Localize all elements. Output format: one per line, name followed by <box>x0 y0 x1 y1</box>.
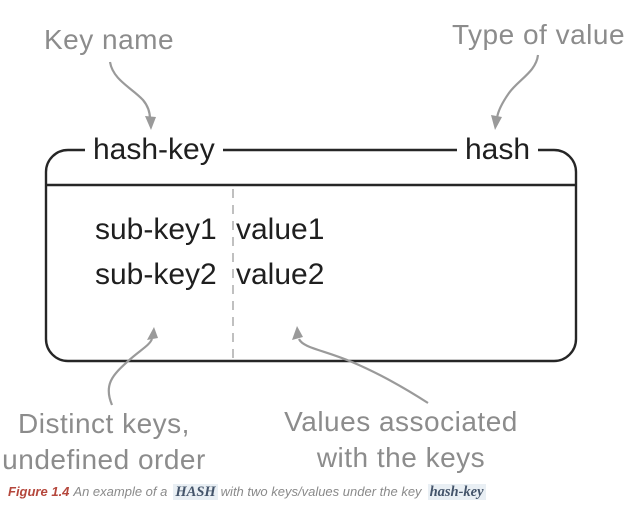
hash-type-title: hash <box>457 133 539 167</box>
caption-text-1: An example of a <box>73 484 168 499</box>
values-associated-label-line1: Values associated <box>284 406 518 437</box>
distinct-keys-label-line1: Distinct keys, <box>18 408 190 439</box>
caption-text-2: with two keys/values under the key <box>220 484 422 499</box>
value-1: value1 <box>236 213 325 246</box>
type-of-value-arrowhead-icon <box>491 115 502 130</box>
caption-code-hash: HASH <box>173 484 218 500</box>
key-name-arrow <box>108 61 152 120</box>
values-associated-label-line2: with the keys <box>316 442 486 473</box>
distinct-keys-arrowhead-icon <box>147 327 158 340</box>
sub-key-1: sub-key1 <box>95 213 217 246</box>
hash-entry-row: sub-key1 value1 <box>95 212 324 248</box>
values-associated-label: Values associated with the keys <box>282 404 520 476</box>
key-name-label: Key name <box>44 24 175 55</box>
type-of-value-arrow <box>495 54 540 119</box>
type-of-value-label: Type of value <box>452 19 626 50</box>
distinct-keys-label-line2: undefined order <box>2 444 206 475</box>
values-arrowhead-icon <box>292 326 303 340</box>
distinct-keys-arrow <box>107 338 154 406</box>
sub-key-2: sub-key2 <box>95 258 217 291</box>
caption-code-hash-key: hash-key <box>427 484 486 500</box>
hash-entry-row: sub-key2 value2 <box>95 257 324 293</box>
distinct-keys-label: Distinct keys, undefined order <box>0 406 208 478</box>
hash-box-outline <box>44 148 578 363</box>
key-name-arrowhead-icon <box>145 116 156 130</box>
values-arrow <box>297 338 429 404</box>
hash-key-title: hash-key <box>85 133 223 167</box>
value-2: value2 <box>236 258 325 291</box>
figure-number: Figure 1.4 <box>8 484 70 499</box>
